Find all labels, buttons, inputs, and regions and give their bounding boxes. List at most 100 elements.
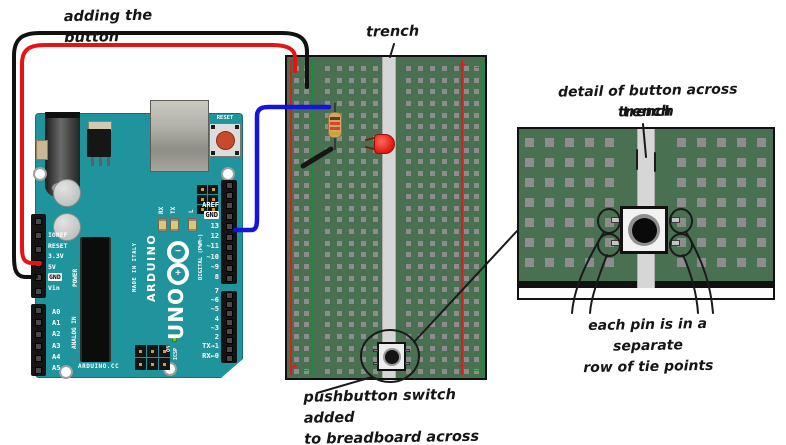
tie-point [430, 170, 435, 176]
tie-point [337, 252, 342, 258]
tie-point [545, 198, 554, 207]
tie-point [442, 357, 447, 363]
tie-point [442, 182, 447, 188]
pin-label-a5: A5 [52, 364, 61, 373]
tie-point [418, 287, 423, 293]
tie-point [361, 275, 366, 281]
tie-point [474, 240, 479, 246]
tie-point [418, 100, 423, 106]
detail-view [517, 127, 775, 300]
tie-point [430, 240, 435, 246]
pin-label-9: ~9 [210, 262, 219, 271]
tie-point [304, 100, 309, 106]
header-pin [225, 328, 233, 335]
icsp-pin [135, 345, 146, 357]
tie-point [304, 357, 309, 363]
tie-point [337, 147, 342, 153]
tie-point [605, 158, 614, 167]
tie-point [464, 264, 469, 270]
tie-point [337, 240, 342, 246]
tie-point [464, 275, 469, 281]
tie-point [294, 275, 299, 281]
tie-point [474, 147, 479, 153]
tie-point [349, 240, 354, 246]
tie-point [361, 124, 366, 130]
tie-point [430, 147, 435, 153]
tie-point [325, 252, 330, 258]
tie-point [325, 205, 330, 211]
pin-label-8: 8 [214, 273, 219, 282]
tie-point [757, 178, 766, 187]
pin-label-rx0: RX←0 [202, 351, 219, 360]
tie-point [454, 147, 459, 153]
tie-point [418, 333, 423, 339]
tie-point [585, 218, 594, 227]
header-pin [225, 310, 233, 317]
tie-point [294, 194, 299, 200]
pin-label-gnd: GND [204, 211, 219, 220]
tie-point [373, 182, 378, 188]
tie-point [605, 178, 614, 187]
header-pin [35, 342, 42, 350]
tie-point [474, 77, 479, 83]
pin-label-5: ~5 [210, 305, 219, 314]
tie-point [361, 345, 366, 351]
tie-point [406, 299, 411, 304]
tie-point [304, 182, 309, 188]
tie-point [373, 112, 378, 118]
regulator-leg [91, 157, 94, 166]
pin-label-a3: A3 [52, 341, 61, 350]
tie-point [474, 100, 479, 106]
tie-point [361, 159, 366, 165]
rail-plus-mark: + [458, 359, 466, 373]
tie-point [406, 240, 411, 246]
tie-point [325, 229, 330, 235]
tie-point [418, 229, 423, 235]
tie-point [325, 182, 330, 188]
tie-point [361, 182, 366, 188]
detail-pushbutton-ring [628, 214, 660, 246]
pushbutton [373, 342, 410, 371]
tie-point [337, 100, 342, 106]
tie-point [442, 77, 447, 83]
tie-point [464, 333, 469, 339]
tie-point [430, 205, 435, 211]
tie-point [406, 333, 411, 339]
tie-point [406, 368, 411, 374]
tie-point [442, 89, 447, 95]
tie-point [294, 252, 299, 258]
tie-point [406, 205, 411, 211]
tie-point [406, 275, 411, 281]
tie-point [349, 182, 354, 188]
tie-point [406, 182, 411, 188]
tie-point [565, 198, 574, 207]
tie-point [325, 170, 330, 176]
tie-point [294, 112, 299, 118]
tie-point [373, 264, 378, 270]
tie-point [717, 258, 726, 267]
tie-point [304, 89, 309, 95]
tie-point [430, 333, 435, 339]
tie-point [474, 159, 479, 165]
tie-point [418, 182, 423, 188]
tie-point [430, 322, 435, 328]
tie-point [406, 124, 411, 130]
capacitor [53, 179, 81, 207]
tie-point [418, 275, 423, 281]
pin-label-a4: A4 [52, 352, 61, 361]
tie-point [337, 322, 342, 328]
tie-point [454, 345, 459, 351]
tie-point [442, 135, 447, 141]
header-pin [225, 264, 233, 272]
tie-point [349, 147, 354, 153]
power-header [31, 214, 46, 298]
header-pin [35, 245, 42, 253]
tie-point [525, 258, 534, 267]
tie-point [418, 170, 423, 176]
tie-point [474, 135, 479, 141]
tie-point [418, 322, 423, 328]
tie-point [474, 252, 479, 258]
tie-point [442, 299, 447, 304]
